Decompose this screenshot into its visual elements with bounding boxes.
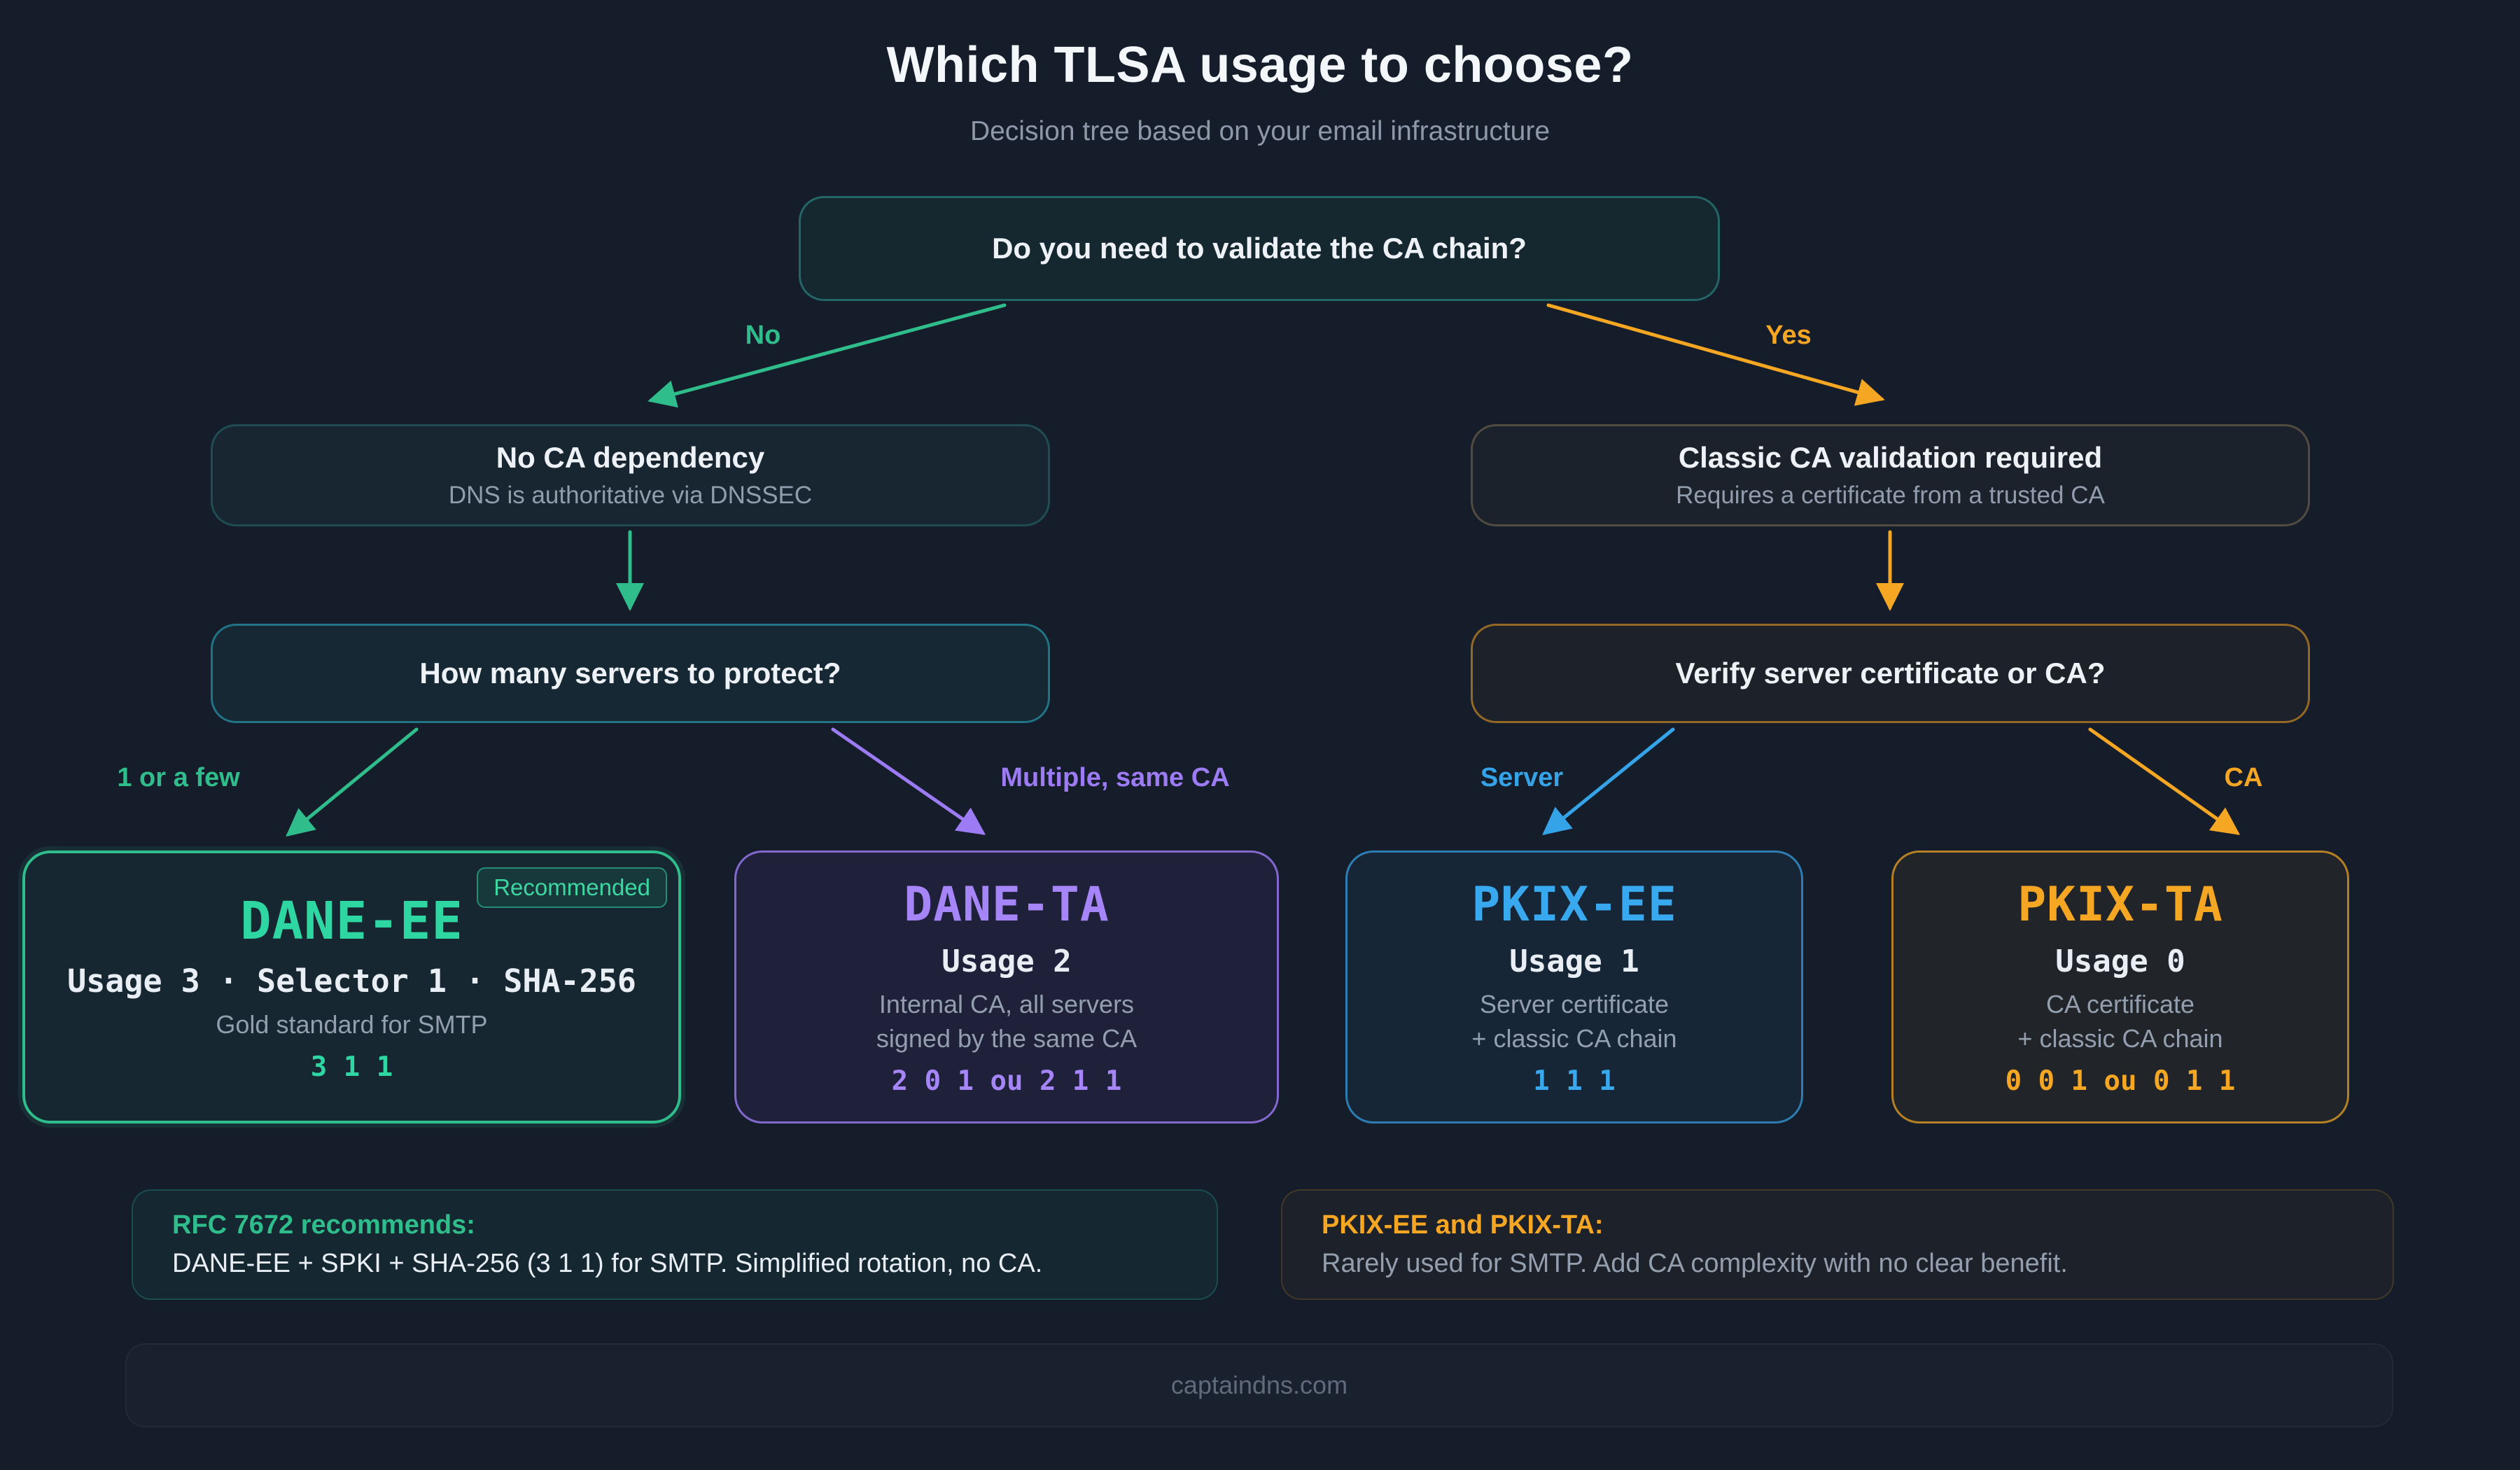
note-rfc-7672-title: RFC 7672 recommends: xyxy=(172,1210,475,1240)
card-dane-ta-code: 2 0 1 ou 2 1 1 xyxy=(891,1065,1122,1098)
card-dane-ta-desc-line1: Internal CA, all servers xyxy=(878,989,1135,1018)
branch-label-server: Server xyxy=(1480,763,1564,792)
card-pkix-ta-desc-line1: CA certificate xyxy=(2045,989,2195,1018)
card-pkix-ta-usage: Usage 0 xyxy=(2055,943,2185,979)
page-title: Which TLSA usage to choose? xyxy=(886,37,1634,93)
node-classic-ca-subtitle: Requires a certificate from a trusted CA xyxy=(1676,482,2105,509)
node-no-ca-title: No CA dependency xyxy=(496,441,765,474)
card-pkix-ta-desc-line2: + classic CA chain xyxy=(2017,1023,2223,1053)
note-rfc-7672: RFC 7672 recommends: DANE-EE + SPKI + SH… xyxy=(132,1189,1218,1300)
page-subtitle: Decision tree based on your email infras… xyxy=(969,116,1550,146)
card-dane-ta-title: DANE-TA xyxy=(904,876,1110,932)
node-how-many-servers-label: How many servers to protect? xyxy=(419,657,841,690)
node-how-many-servers: How many servers to protect? xyxy=(211,624,1050,723)
card-pkix-ee-desc-line2: + classic CA chain xyxy=(1471,1023,1677,1053)
card-pkix-ta: PKIX-TA Usage 0 CA certificate + classic… xyxy=(1891,850,2349,1124)
card-pkix-ee-usage: Usage 1 xyxy=(1509,943,1639,979)
recommended-badge: Recommended xyxy=(477,867,667,908)
branch-label-multiple-same-ca: Multiple, same CA xyxy=(1000,763,1230,792)
card-pkix-ta-code: 0 0 1 ou 0 1 1 xyxy=(2005,1065,2236,1098)
card-pkix-ta-title: PKIX-TA xyxy=(2017,876,2223,932)
card-pkix-ee-desc: Server certificate + classic CA chain xyxy=(1471,988,1676,1056)
card-dane-ee-usage: Usage 3 · Selector 1 · SHA-256 xyxy=(67,962,636,1000)
card-dane-ee: Recommended DANE-EE Usage 3 · Selector 1… xyxy=(22,850,681,1124)
node-classic-ca-title: Classic CA validation required xyxy=(1678,441,2103,474)
node-root-question-label: Do you need to validate the CA chain? xyxy=(992,232,1527,265)
node-root-question: Do you need to validate the CA chain? xyxy=(799,196,1720,301)
footer-domain: captaindns.com xyxy=(1170,1371,1348,1399)
footer-bar: captaindns.com xyxy=(125,1343,2393,1427)
arrow-one-or-few xyxy=(286,727,419,837)
card-dane-ee-desc: Gold standard for SMTP xyxy=(216,1009,488,1039)
branch-label-yes: Yes xyxy=(1765,321,1812,350)
card-pkix-ta-desc: CA certificate + classic CA chain xyxy=(2017,988,2222,1056)
branch-label-no: No xyxy=(745,321,781,350)
node-verify-cert-or-ca-label: Verify server certificate or CA? xyxy=(1675,657,2106,690)
card-dane-ta: DANE-TA Usage 2 Internal CA, all servers… xyxy=(734,850,1279,1124)
arrow-ca xyxy=(2088,727,2241,835)
branch-label-one-or-few: 1 or a few xyxy=(117,763,240,792)
card-pkix-ee-title: PKIX-EE xyxy=(1471,876,1677,932)
arrow-yes xyxy=(1546,303,1885,406)
node-classic-ca-validation: Classic CA validation required Requires … xyxy=(1471,424,2310,526)
node-verify-cert-or-ca: Verify server certificate or CA? xyxy=(1471,624,2310,723)
note-pkix-warning-title: PKIX-EE and PKIX-TA: xyxy=(1322,1210,1604,1240)
card-pkix-ee-desc-line1: Server certificate xyxy=(1479,989,1670,1018)
note-rfc-7672-body: DANE-EE + SPKI + SHA-256 (3 1 1) for SMT… xyxy=(172,1249,1043,1278)
node-no-ca-subtitle: DNS is authoritative via DNSSEC xyxy=(448,482,813,509)
card-dane-ta-desc: Internal CA, all servers signed by the s… xyxy=(876,988,1137,1056)
note-pkix-warning: PKIX-EE and PKIX-TA: Rarely used for SMT… xyxy=(1281,1189,2394,1300)
card-dane-ee-code: 3 1 1 xyxy=(310,1051,393,1084)
note-pkix-warning-body: Rarely used for SMTP. Add CA complexity … xyxy=(1322,1249,2068,1278)
arrow-no xyxy=(648,303,1007,408)
branch-label-ca: CA xyxy=(2224,763,2263,792)
node-no-ca-dependency: No CA dependency DNS is authoritative vi… xyxy=(211,424,1050,526)
card-dane-ee-title: DANE-EE xyxy=(240,890,463,951)
card-pkix-ee: PKIX-EE Usage 1 Server certificate + cla… xyxy=(1345,850,1803,1124)
card-dane-ta-desc-line2: signed by the same CA xyxy=(876,1023,1138,1053)
card-pkix-ee-code: 1 1 1 xyxy=(1533,1065,1616,1098)
arrow-multiple-same-ca xyxy=(831,727,986,835)
card-dane-ta-usage: Usage 2 xyxy=(941,943,1072,979)
arrow-server xyxy=(1542,727,1675,836)
